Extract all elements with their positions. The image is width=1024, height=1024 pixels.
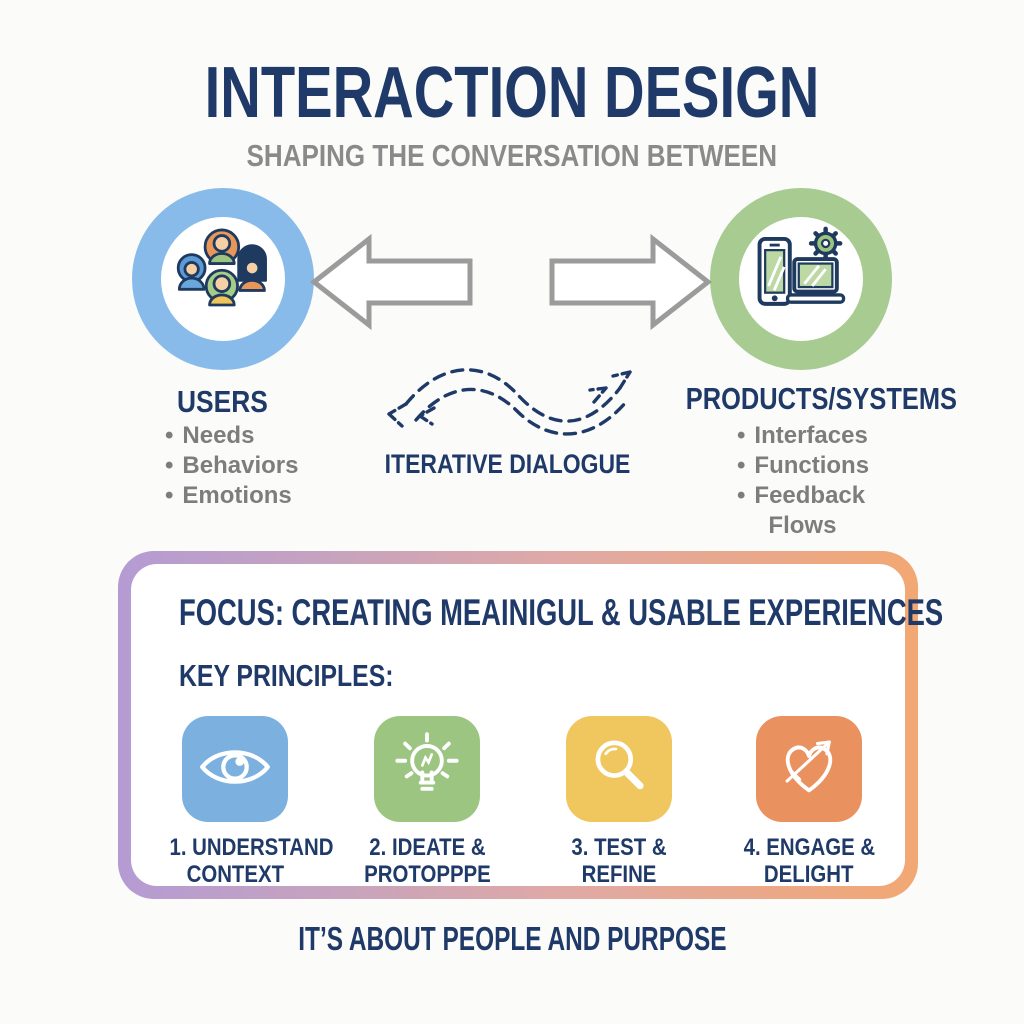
lightbulb-icon	[388, 728, 466, 811]
principle-label-line2: REFINE	[581, 861, 657, 888]
page-subtitle: SHAPING THE CONVERSATION BETWEEN	[0, 138, 1024, 174]
principle-tile	[566, 716, 672, 822]
devices-icon	[745, 221, 857, 338]
principle-label-line2: DELIGHT	[764, 861, 854, 888]
list-item-text: Emotions	[182, 482, 292, 509]
focus-box-inner: FOCUS: CREATING MEAINIGUL & USABLE EXPER…	[131, 564, 943, 888]
principle-label-line2: PROTOPPPE	[363, 861, 491, 888]
products-label: PRODUCTS/SYSTEMS	[656, 381, 957, 417]
principle-label-line2: CONTEXT	[186, 861, 284, 888]
iterative-dialogue-text: ITERATIVE DIALOGUE	[385, 449, 631, 479]
principle-card-engage-delight: 4. ENGAGE & DELIGHT	[729, 716, 889, 888]
list-item-text: Feedback	[754, 482, 866, 509]
products-circle	[710, 188, 892, 370]
principle-label: 4. ENGAGE & DELIGHT	[729, 834, 889, 888]
page-title-text: INTERACTION DESIGN	[204, 53, 820, 133]
users-circle	[132, 188, 314, 370]
principle-label: 2. IDEATE & PROTOPPPE	[347, 834, 507, 888]
products-list: • Interfaces • Functions • Feedback •Flows	[737, 421, 869, 541]
list-item-text: Needs	[182, 422, 255, 449]
principle-label-line1: 3. TEST &	[571, 834, 667, 861]
page-subtitle-text: SHAPING THE CONVERSATION BETWEEN	[246, 138, 778, 173]
focus-heading: FOCUS: CREATING MEAINIGUL & USABLE EXPER…	[179, 592, 1024, 634]
users-label: USERS	[122, 384, 322, 420]
bullet-dot: •	[165, 482, 174, 509]
bullet-dot: •	[737, 422, 746, 449]
list-item-text: Interfaces	[754, 422, 868, 449]
bullet-dot: •	[737, 452, 746, 479]
principle-tile	[374, 716, 480, 822]
users-group-icon	[167, 221, 279, 338]
principle-label-line1: 2. IDEATE &	[368, 834, 486, 861]
dashed-wave-double-arrow-icon	[380, 350, 644, 453]
iterative-dialogue-label: ITERATIVE DIALOGUE	[358, 449, 658, 480]
principle-label-line1: 1. UNDERSTAND	[169, 834, 334, 861]
footer-tagline: IT’S ABOUT PEOPLE AND PURPOSE	[0, 920, 1024, 958]
principle-card-ideate-prototype: 2. IDEATE & PROTOPPPE	[347, 716, 507, 888]
users-label-text: USERS	[176, 384, 268, 419]
list-item: • Behaviors	[165, 451, 298, 481]
products-label-text: PRODUCTS/SYSTEMS	[685, 381, 957, 416]
principle-label: 1. UNDERSTAND CONTEXT	[155, 834, 333, 888]
users-list: • Needs • Behaviors • Emotions	[165, 421, 298, 511]
list-item: •Flows	[737, 511, 869, 541]
principle-label: 3. TEST & REFINE	[539, 834, 699, 888]
key-principles-text: KEY PRINCIPLES:	[179, 658, 394, 693]
list-item: • Functions	[737, 451, 869, 481]
eye-icon	[196, 728, 274, 811]
arrow-right-icon	[548, 233, 713, 336]
bullet-dot: •	[737, 482, 746, 509]
list-item: • Emotions	[165, 481, 298, 511]
list-item: • Interfaces	[737, 421, 869, 451]
heart-arrow-icon	[770, 728, 848, 811]
magnifier-icon	[580, 728, 658, 811]
list-item: • Feedback	[737, 481, 869, 511]
principle-tile	[756, 716, 862, 822]
focus-heading-text: FOCUS: CREATING MEAINIGUL & USABLE EXPER…	[179, 592, 944, 633]
footer-tagline-text: IT’S ABOUT PEOPLE AND PURPOSE	[297, 920, 727, 957]
principle-tile	[182, 716, 288, 822]
arrow-left-icon	[309, 233, 474, 336]
principle-card-understand-context: 1. UNDERSTAND CONTEXT	[155, 716, 333, 888]
key-principles-heading: KEY PRINCIPLES:	[179, 658, 447, 694]
bullet-dot: •	[165, 452, 174, 479]
list-item: • Needs	[165, 421, 298, 451]
principle-card-test-refine: 3. TEST & REFINE	[539, 716, 699, 888]
focus-box: FOCUS: CREATING MEAINIGUL & USABLE EXPER…	[118, 551, 943, 899]
bullet-dot: •	[165, 422, 174, 449]
page-title: INTERACTION DESIGN	[0, 52, 1024, 134]
list-item-text: Functions	[754, 452, 870, 479]
list-item-text: Behaviors	[182, 452, 299, 479]
principle-label-line1: 4. ENGAGE &	[743, 834, 875, 861]
list-item-text: Flows	[768, 512, 837, 539]
